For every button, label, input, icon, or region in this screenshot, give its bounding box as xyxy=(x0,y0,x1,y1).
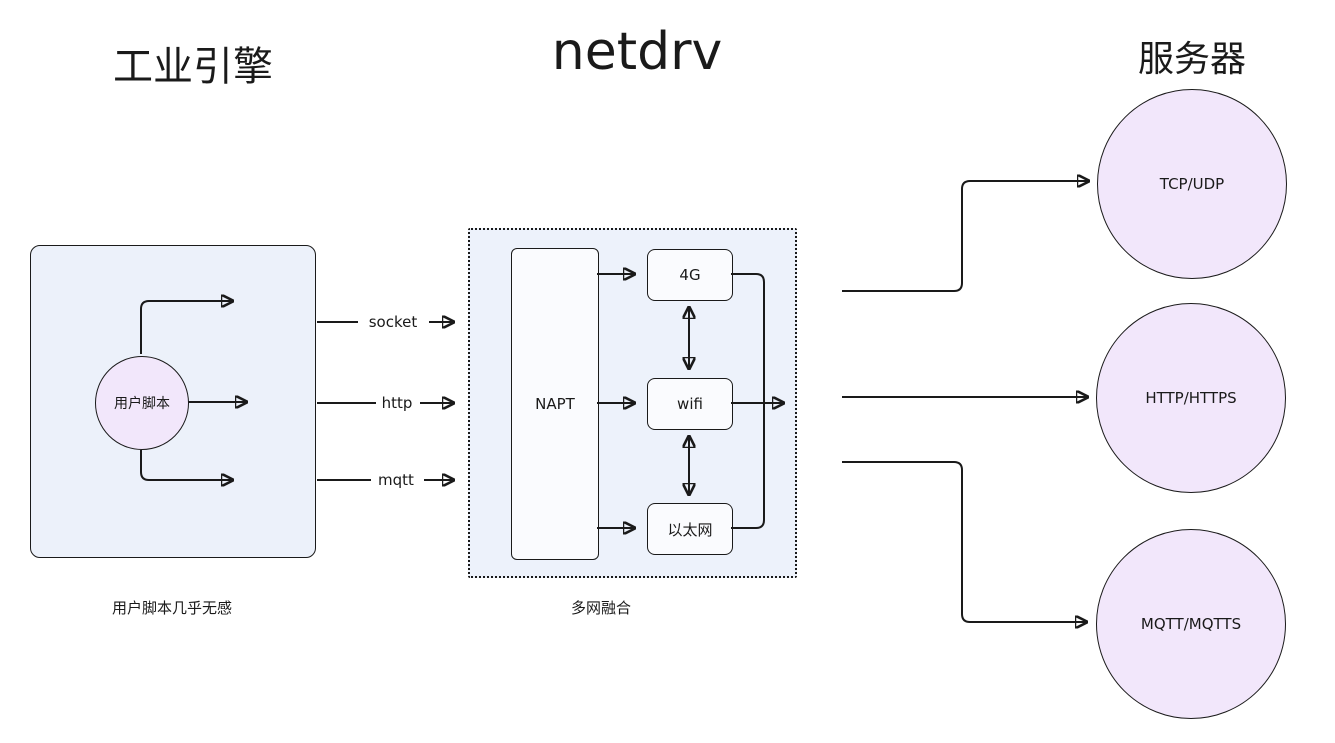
title-netdrv: netdrv xyxy=(551,22,723,82)
server-tcp-udp-node: TCP/UDP xyxy=(1097,89,1287,279)
connector-label-mqtt: mqtt xyxy=(376,471,416,489)
interface-ethernet-node: 以太网 xyxy=(647,503,733,555)
napt-label: NAPT xyxy=(535,395,575,413)
interface-4g-node: 4G xyxy=(647,249,733,301)
napt-node: NAPT xyxy=(511,248,599,560)
connector-label-http: http xyxy=(379,394,415,412)
interface-wifi-label: wifi xyxy=(677,395,703,413)
server-tcp-udp-label: TCP/UDP xyxy=(1159,175,1225,193)
title-industrial-engine: 工业引擎 xyxy=(113,44,273,90)
interface-wifi-node: wifi xyxy=(647,378,733,430)
left-caption: 用户脚本几乎无感 xyxy=(111,599,233,617)
connector-label-socket: socket xyxy=(366,313,420,331)
title-server: 服务器 xyxy=(1137,39,1247,80)
output-arrows xyxy=(842,181,1088,622)
user-script-node: 用户脚本 xyxy=(95,356,189,450)
interface-4g-label: 4G xyxy=(679,266,701,284)
server-http-https-label: HTTP/HTTPS xyxy=(1145,389,1237,407)
server-mqtt-mqtts-label: MQTT/MQTTS xyxy=(1140,615,1242,633)
interface-ethernet-label: 以太网 xyxy=(667,520,713,539)
server-http-https-node: HTTP/HTTPS xyxy=(1096,303,1286,493)
netdrv-caption: 多网融合 xyxy=(570,599,632,617)
server-mqtt-mqtts-node: MQTT/MQTTS xyxy=(1096,529,1286,719)
user-script-label: 用户脚本 xyxy=(114,396,170,412)
